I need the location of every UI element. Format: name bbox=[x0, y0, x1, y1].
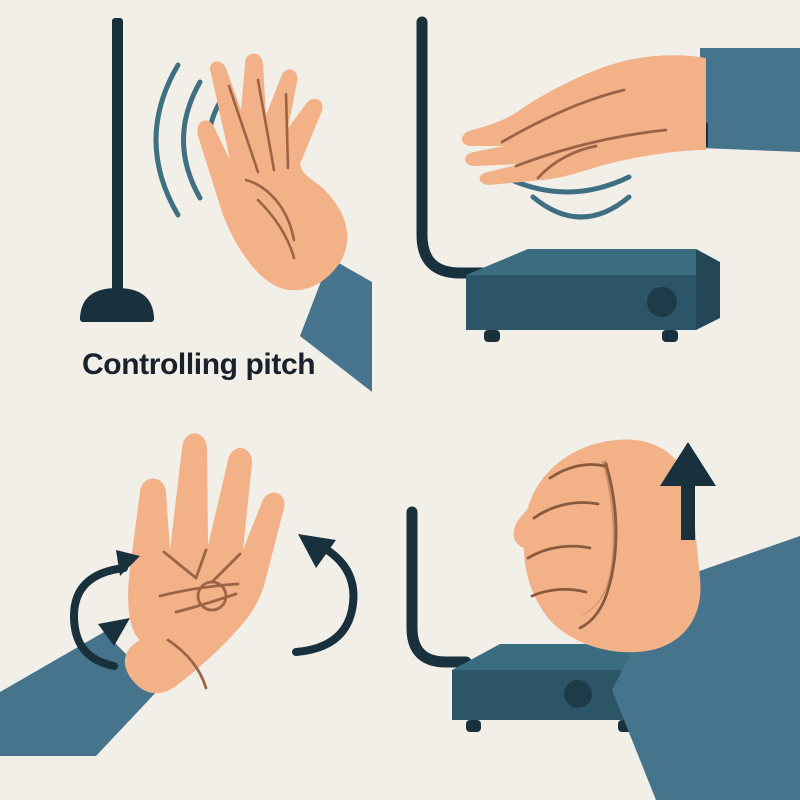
open-hand-vertical bbox=[197, 53, 348, 291]
curved-antenna bbox=[406, 506, 472, 668]
blue-sleeve bbox=[300, 258, 372, 392]
blue-sleeve bbox=[700, 48, 800, 152]
panel-rotating-wrist: Rotating wrist wist bbox=[0, 400, 400, 800]
two-wave-arcs bbox=[502, 174, 632, 220]
theremin-body bbox=[466, 249, 720, 342]
right-rotation-arrow bbox=[292, 534, 358, 656]
control-knob bbox=[647, 287, 677, 317]
panel-minor-pitch-shifts: Minor pitch shifts bbox=[400, 400, 800, 800]
caption-controlling-pitch: Controlling pitch bbox=[82, 348, 316, 381]
left-rotation-arrow bbox=[69, 550, 140, 670]
panel-controlling-pitch: Controlling pitch bbox=[0, 0, 400, 400]
flat-hand-horizontal bbox=[461, 55, 706, 185]
closed-fist bbox=[513, 439, 701, 653]
open-hand-spread-fingers bbox=[124, 433, 285, 694]
control-knob bbox=[564, 680, 592, 708]
blue-sleeve-diagonal bbox=[0, 632, 160, 756]
up-arrow bbox=[660, 442, 716, 540]
vertical-pitch-antenna bbox=[80, 18, 154, 322]
curved-volume-antenna bbox=[416, 16, 488, 279]
panel-managing-volume: Managing volume bbox=[400, 0, 800, 400]
